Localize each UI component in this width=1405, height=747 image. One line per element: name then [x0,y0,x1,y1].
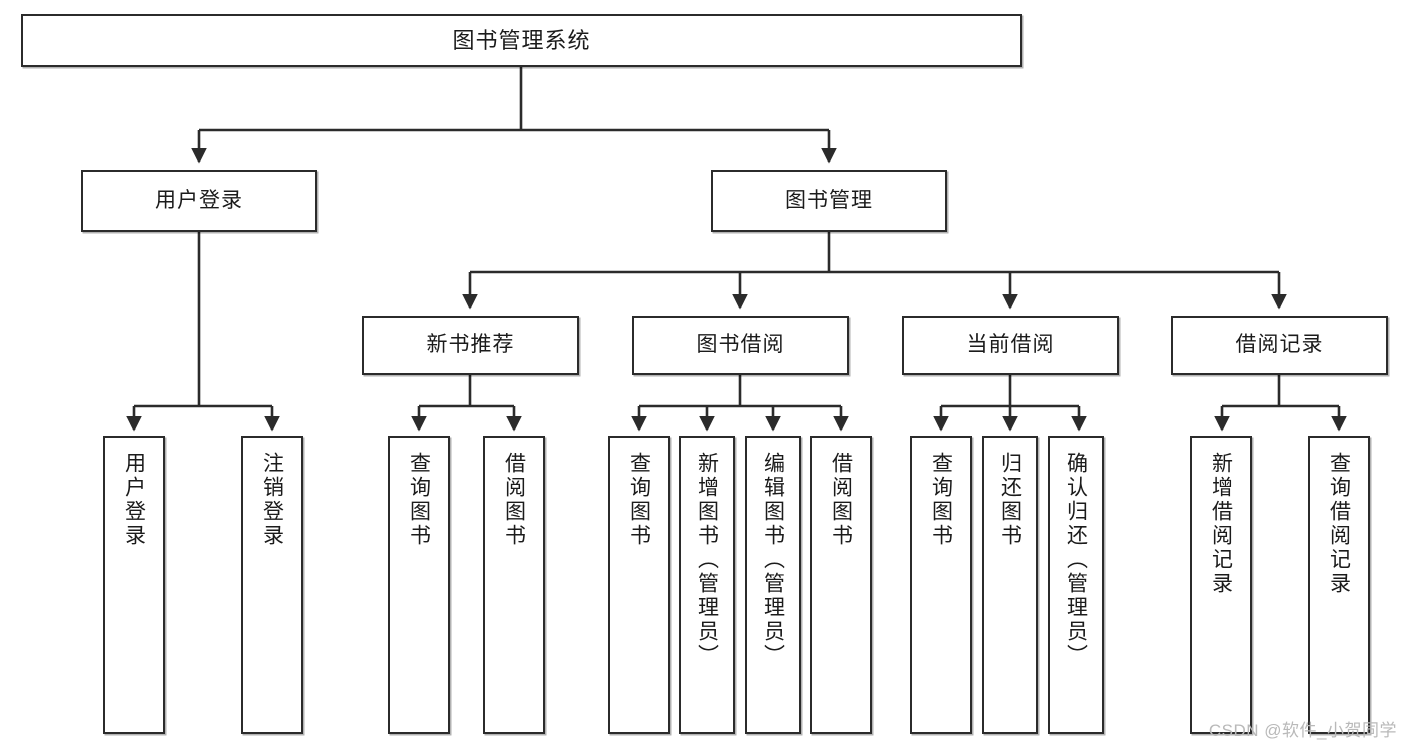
node-label: 查询图书 [627,452,651,548]
node-label: 图书管理系统 [452,27,591,53]
node-borrow-record[interactable]: 借阅记录 [1171,316,1388,375]
leaf-current-confirm-return-admin[interactable]: 确认归还（管理员） [1048,436,1104,734]
node-label: 图书借阅 [696,333,785,357]
node-user-login[interactable]: 用户登录 [81,170,317,232]
node-new-book-recommend[interactable]: 新书推荐 [362,316,579,375]
node-label: 借阅图书 [829,452,853,548]
leaf-user-login[interactable]: 用户登录 [103,436,165,734]
leaf-recommend-borrow-book[interactable]: 借阅图书 [483,436,545,734]
node-label: 查询借阅记录 [1327,452,1351,596]
node-label: 新增借阅记录 [1209,452,1233,596]
node-label: 归还图书 [998,452,1022,548]
node-label: 图书管理 [785,188,873,212]
node-label: 当前借阅 [966,333,1055,357]
leaf-current-query-book[interactable]: 查询图书 [910,436,972,734]
csdn-watermark: CSDN @软件_小贺同学 [1208,721,1397,740]
node-label: 用户登录 [155,188,243,212]
leaf-record-add-record[interactable]: 新增借阅记录 [1190,436,1252,734]
node-book-management[interactable]: 图书管理 [711,170,947,232]
leaf-recommend-query-book[interactable]: 查询图书 [388,436,450,734]
leaf-borrow-query-book[interactable]: 查询图书 [608,436,670,734]
node-label: 借阅图书 [502,452,526,548]
node-label: 查询图书 [929,452,953,548]
node-book-borrow[interactable]: 图书借阅 [632,316,849,375]
leaf-record-query-record[interactable]: 查询借阅记录 [1308,436,1370,734]
node-label: 确认归还（管理员） [1064,452,1088,668]
leaf-borrow-edit-book-admin[interactable]: 编辑图书（管理员） [745,436,801,734]
node-label: 编辑图书（管理员） [761,452,785,668]
leaf-borrow-add-book-admin[interactable]: 新增图书（管理员） [679,436,735,734]
node-label: 注销登录 [260,452,284,548]
node-current-borrow[interactable]: 当前借阅 [902,316,1119,375]
leaf-borrow-borrow-book[interactable]: 借阅图书 [810,436,872,734]
node-label: 新增图书（管理员） [695,452,719,668]
node-root-system[interactable]: 图书管理系统 [21,14,1022,67]
node-label: 用户登录 [122,452,146,548]
leaf-user-logout[interactable]: 注销登录 [241,436,303,734]
node-label: 新书推荐 [426,333,515,357]
node-label: 借阅记录 [1235,333,1324,357]
node-label: 查询图书 [407,452,431,548]
leaf-current-return-book[interactable]: 归还图书 [982,436,1038,734]
